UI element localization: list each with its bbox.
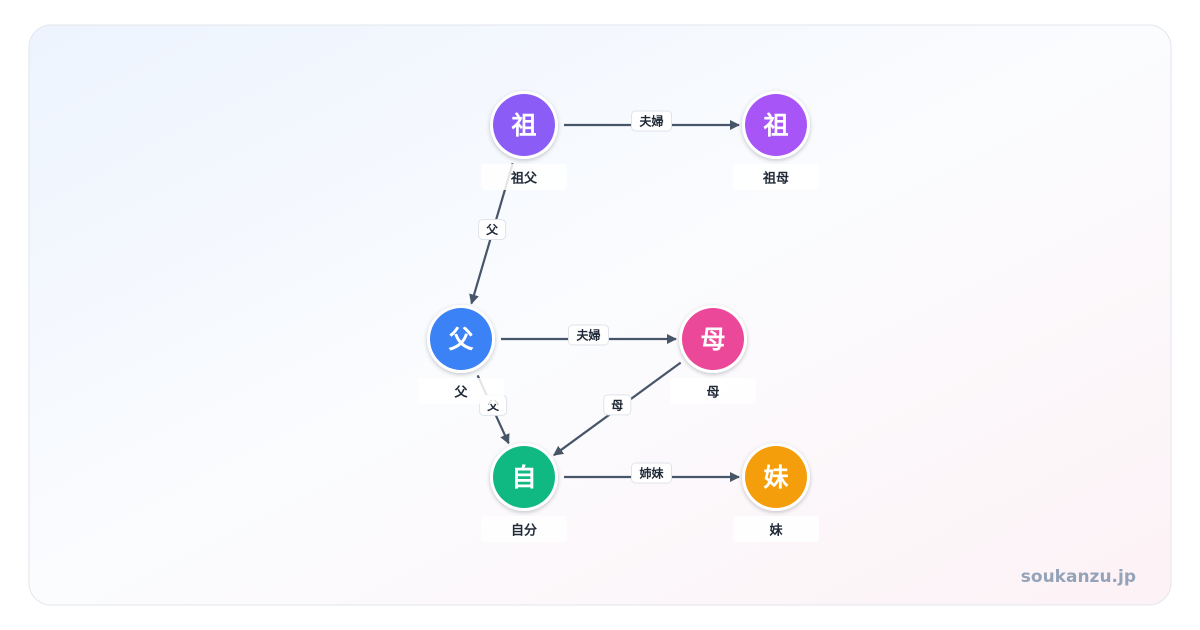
node-glyph: 父 bbox=[448, 325, 474, 354]
node-glyph: 祖 bbox=[511, 111, 536, 140]
watermark: soukanzu.jp bbox=[1021, 567, 1136, 587]
node-grandfather[interactable]: 祖祖父 bbox=[481, 91, 567, 190]
node-grandmother[interactable]: 祖祖母 bbox=[733, 91, 819, 190]
node-sister[interactable]: 妹妹 bbox=[733, 443, 819, 542]
edges-layer: 夫婦父夫婦父母姉妹 bbox=[469, 110, 740, 484]
node-circle bbox=[745, 446, 807, 508]
edge-self-sister: 姉妹 bbox=[564, 462, 740, 484]
node-name: 自分 bbox=[511, 523, 537, 539]
node-name: 母 bbox=[706, 386, 719, 401]
edge-label: 夫婦 bbox=[638, 114, 663, 129]
node-glyph: 妹 bbox=[763, 463, 788, 492]
edge-label: 夫婦 bbox=[575, 328, 600, 343]
edge-label-box bbox=[603, 394, 632, 416]
edge-father-mother: 夫婦 bbox=[501, 324, 677, 346]
node-name-box bbox=[733, 516, 819, 542]
node-glyph: 祖 bbox=[763, 111, 788, 140]
diagram-card bbox=[28, 24, 1172, 606]
node-mother[interactable]: 母母 bbox=[670, 305, 756, 404]
node-circle bbox=[430, 308, 492, 370]
node-name-box bbox=[481, 164, 567, 190]
node-glyph: 母 bbox=[700, 325, 725, 354]
node-name-box bbox=[418, 378, 504, 404]
node-father[interactable]: 父父 bbox=[418, 305, 504, 404]
node-name: 父 bbox=[453, 386, 468, 401]
edge-label-box bbox=[478, 218, 507, 240]
node-self[interactable]: 自自分 bbox=[481, 443, 567, 542]
edge-grandfather-grandmother: 夫婦 bbox=[564, 110, 740, 132]
edge-label: 父 bbox=[485, 223, 499, 237]
node-circle bbox=[493, 446, 555, 508]
node-name: 妹 bbox=[768, 523, 783, 539]
node-circle bbox=[493, 94, 555, 156]
node-circle bbox=[745, 94, 807, 156]
edge-label: 母 bbox=[611, 398, 623, 412]
node-name-box bbox=[670, 378, 756, 404]
node-circle bbox=[682, 308, 744, 370]
node-name-box bbox=[481, 516, 567, 542]
node-name: 祖母 bbox=[762, 171, 789, 187]
edge-mother-self: 母 bbox=[553, 361, 682, 457]
node-name: 祖父 bbox=[510, 171, 538, 187]
edge-label: 姉妹 bbox=[639, 466, 664, 481]
node-name-box bbox=[733, 164, 819, 190]
node-glyph: 自 bbox=[511, 463, 536, 492]
edge-label-box bbox=[568, 324, 609, 346]
edge-label-box bbox=[631, 110, 672, 132]
edge-label-box bbox=[631, 462, 672, 484]
